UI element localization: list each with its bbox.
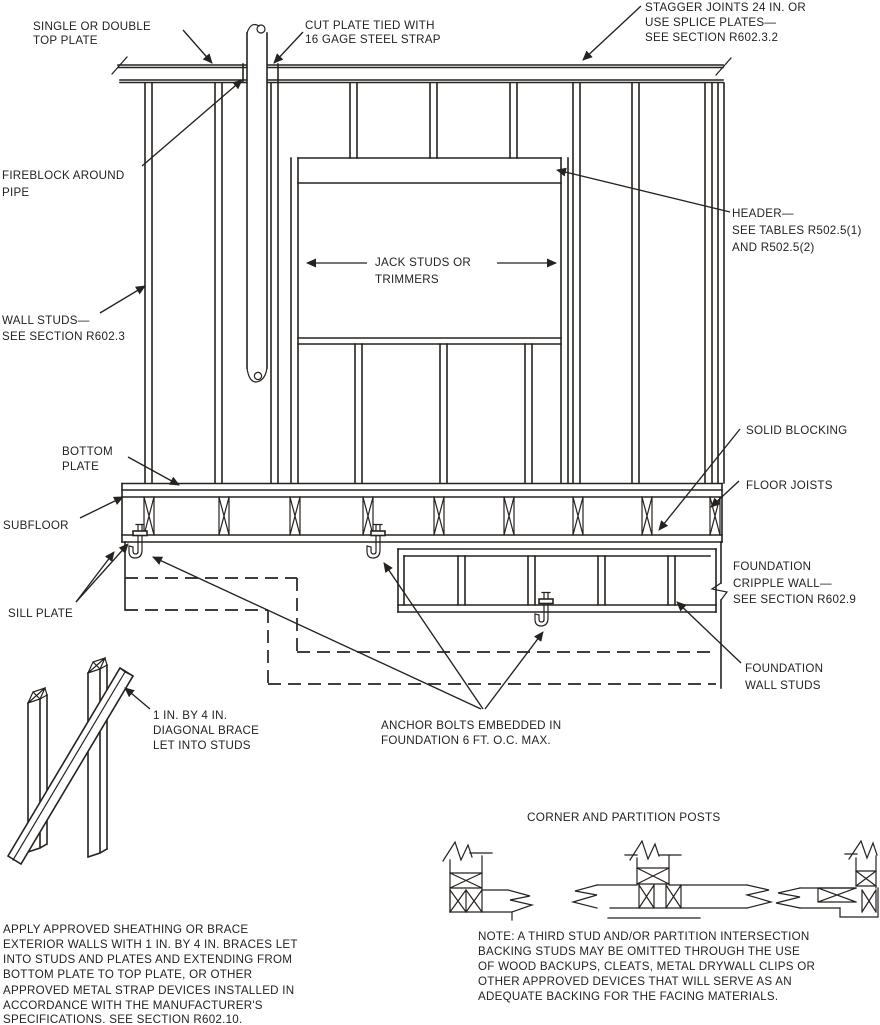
- leader-fireblock: [141, 79, 243, 167]
- leader-stagger-joints: [582, 5, 642, 61]
- corner-note-line: OF WOOD BACKUPS, CLEATS, METAL DRYWALL C…: [478, 960, 815, 973]
- leader-sill-plate-1: [75, 551, 115, 603]
- diagonal-brace: [6, 666, 135, 866]
- corner-post-detail-1: [442, 840, 535, 921]
- sheathing-note-line: SPECIFICATIONS. SEE SECTION R602.10.: [3, 1013, 242, 1025]
- leader-diagonal-brace: [124, 687, 151, 710]
- label-cut-plate: CUT PLATE TIED WITH: [305, 19, 435, 32]
- jack-stud-right: [560, 157, 569, 484]
- sheathing-note-line: ACCORDANCE WITH THE MANUFACTURER'S: [3, 999, 263, 1012]
- label-stagger-joints: STAGGER JOINTS 24 IN. OR: [645, 1, 806, 14]
- svg-text:FOUNDATION 6 FT. O.C. MAX.: FOUNDATION 6 FT. O.C. MAX.: [381, 734, 551, 747]
- opening-sill: [297, 337, 562, 345]
- leader-floor-joists: [710, 480, 740, 508]
- sheathing-note: APPLY APPROVED SHEATHING OR BRACE EXTERI…: [3, 923, 298, 1025]
- label-floor-joists: FLOOR JOISTS: [746, 479, 833, 492]
- leader-wall-studs: [99, 285, 146, 314]
- corner-post-detail-2: [775, 839, 879, 918]
- svg-text:CRIPPLE WALL—: CRIPPLE WALL—: [733, 577, 832, 590]
- partition-post-detail: [570, 839, 774, 919]
- top-plate: [111, 56, 732, 84]
- leader-foundation-studs: [676, 601, 742, 664]
- cut-plate-ticks: [242, 63, 279, 83]
- sheathing-note-line: BOTTOM PLATE TO TOP PLATE, OR OTHER: [3, 968, 252, 981]
- label-foundation-studs: FOUNDATION: [745, 662, 823, 675]
- diagonal-brace-detail: [6, 656, 135, 866]
- label-subfloor: SUBFLOOR: [3, 519, 69, 532]
- leader-header: [556, 167, 731, 213]
- svg-text:SEE SECTION R602.3: SEE SECTION R602.3: [2, 330, 125, 343]
- leader-anchor-3: [484, 631, 544, 710]
- anchor-bolt-3: [534, 591, 554, 627]
- svg-text:PIPE: PIPE: [2, 186, 29, 199]
- window-opening: [290, 82, 569, 484]
- foundation-dashed: [124, 541, 716, 685]
- corner-note: NOTE: A THIRD STUD AND/OR PARTITION INTE…: [478, 930, 815, 1003]
- joist-blocking: [143, 496, 721, 536]
- svg-text:16 GAGE STEEL STRAP: 16 GAGE STEEL STRAP: [305, 33, 441, 46]
- leader-anchor-2: [383, 562, 484, 710]
- wall-studs: [144, 82, 725, 484]
- floor-band: [121, 482, 723, 543]
- plate-break-left: [111, 56, 128, 75]
- label-bottom-plate: BOTTOM: [62, 445, 113, 458]
- svg-text:SEE SECTION R602.9: SEE SECTION R602.9: [733, 593, 856, 606]
- leader-bottom-plate: [127, 456, 180, 486]
- svg-text:WALL STUDS: WALL STUDS: [745, 679, 821, 692]
- sheathing-note-line: APPROVED METAL STRAP DEVICES INSTALLED I…: [3, 984, 294, 997]
- label-solid-blocking: SOLID BLOCKING: [746, 424, 847, 437]
- label-wall-studs: WALL STUDS—: [2, 314, 90, 327]
- leader-sill-plate-2: [75, 543, 129, 603]
- svg-text:USE SPLICE PLATES—: USE SPLICE PLATES—: [645, 16, 776, 29]
- svg-text:TRIMMERS: TRIMMERS: [375, 273, 439, 286]
- svg-text:DIAGONAL BRACE: DIAGONAL BRACE: [153, 724, 259, 737]
- corner-note-line: NOTE: A THIRD STUD AND/OR PARTITION INTE…: [478, 930, 810, 943]
- svg-text:SEE TABLES R502.5(1): SEE TABLES R502.5(1): [732, 224, 862, 237]
- label-top-plate: SINGLE OR DOUBLE: [33, 20, 151, 33]
- sheathing-note-line: INTO STUDS AND PLATES AND EXTENDING FROM: [3, 953, 292, 966]
- header-beam: [297, 157, 562, 184]
- label-anchor-bolts: ANCHOR BOLTS EMBEDDED IN: [381, 719, 561, 732]
- diagram-labels: SINGLE OR DOUBLE TOP PLATE CUT PLATE TIE…: [2, 1, 862, 824]
- corner-note-line: OTHER APPROVED DEVICES THAT WILL SERVE A…: [478, 975, 792, 988]
- sheathing-note-line: APPLY APPROVED SHEATHING OR BRACE: [3, 923, 248, 936]
- anchor-bolt-2: [366, 523, 386, 559]
- jack-stud-left: [290, 157, 299, 484]
- label-header: HEADER—: [732, 207, 794, 220]
- leader-top-plate: [182, 29, 213, 64]
- label-diagonal-brace: 1 IN. BY 4 IN.: [153, 709, 227, 722]
- leader-anchor-1: [152, 556, 482, 710]
- corner-note-line: BACKING STUDS MAY BE OMITTED THROUGH THE…: [478, 945, 800, 958]
- cripples-below-sill: [354, 343, 533, 484]
- label-cripple-wall: FOUNDATION: [733, 560, 811, 573]
- foundation-wall-stud-lines: [457, 555, 676, 606]
- leader-cut-plate: [273, 31, 304, 64]
- leader-arrows: [75, 5, 742, 710]
- corner-posts-heading: CORNER AND PARTITION POSTS: [527, 810, 721, 824]
- leader-subfloor: [79, 496, 124, 519]
- svg-text:LET INTO STUDS: LET INTO STUDS: [153, 739, 251, 752]
- label-fireblock: FIREBLOCK AROUND: [2, 169, 125, 182]
- label-jack-studs: JACK STUDS OR: [375, 256, 471, 269]
- pipe: [246, 23, 268, 383]
- svg-text:TOP PLATE: TOP PLATE: [33, 34, 98, 47]
- label-sill-plate: SILL PLATE: [8, 607, 73, 620]
- cripples-above-header: [349, 82, 518, 159]
- svg-text:SEE SECTION R602.3.2: SEE SECTION R602.3.2: [645, 31, 778, 44]
- svg-text:PLATE: PLATE: [62, 460, 99, 473]
- foundation-cripple-wall: [397, 541, 729, 689]
- leader-solid-blocking: [658, 428, 741, 531]
- anchor-bolt-1: [128, 523, 148, 559]
- svg-text:AND R502.5(2): AND R502.5(2): [732, 241, 815, 254]
- corner-note-line: ADEQUATE BACKING FOR THE FACING MATERIAL…: [478, 990, 778, 1003]
- break-symbol: [710, 582, 729, 601]
- plate-break-right: [715, 57, 732, 76]
- sheathing-note-line: EXTERIOR WALLS WITH 1 IN. BY 4 IN. BRACE…: [3, 938, 298, 951]
